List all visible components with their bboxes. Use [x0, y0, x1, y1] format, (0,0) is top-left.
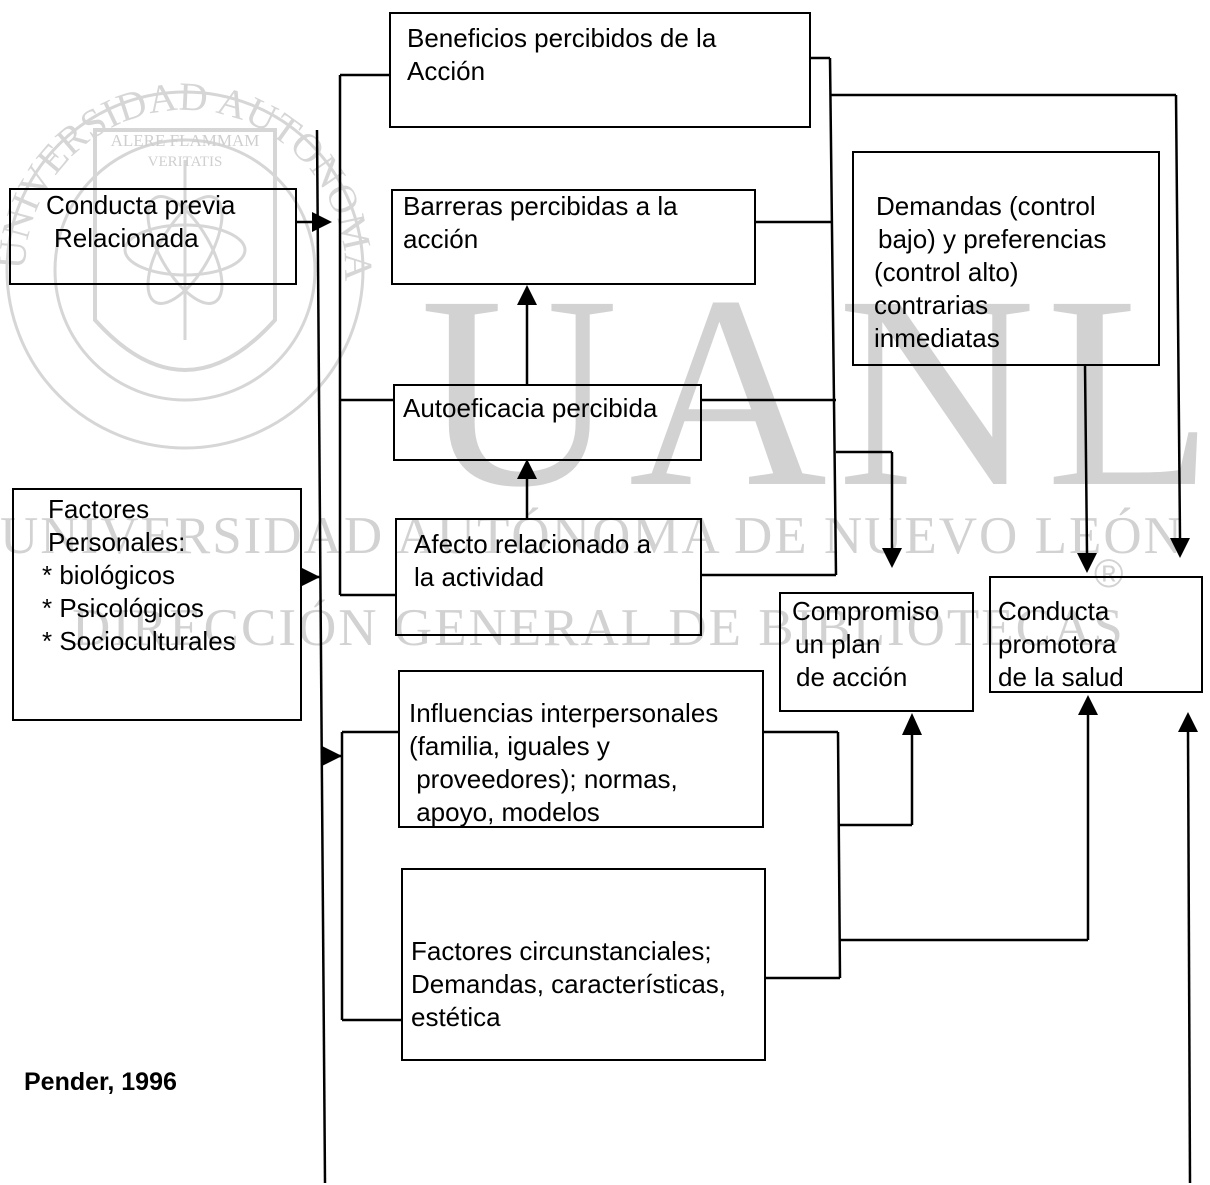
arrow-up-autoeficacia	[517, 459, 537, 479]
text-line: la actividad	[414, 562, 545, 592]
arrow-into-bracket-low	[322, 746, 342, 766]
text-line: * Psicológicos	[42, 593, 204, 623]
box-compromiso	[779, 592, 974, 712]
text-afecto: Afecto relacionado a la actividad	[414, 528, 651, 594]
text-line: (control alto)	[874, 257, 1019, 287]
connector-lines	[297, 56, 1192, 1184]
box-demandas	[852, 151, 1160, 366]
box-afecto	[395, 518, 702, 636]
arrow-up-conducta-1	[1078, 695, 1098, 715]
arrow-down-compromiso	[882, 548, 902, 568]
text-conducta-previa: Conducta previa Relacionada	[46, 189, 235, 255]
box-conducta-promotora	[989, 576, 1203, 693]
text-line: Beneficios percibidos de la	[407, 23, 717, 53]
seal-motto-1: ALERE FLAMMAM	[111, 131, 260, 150]
text-line: Demandas (control	[876, 191, 1096, 221]
text-line: Conducta	[998, 596, 1110, 626]
arrow-down-beneficios	[1170, 538, 1190, 558]
text-influencias: Influencias interpersonales (familia, ig…	[409, 697, 718, 829]
text-line: * Socioculturales	[42, 626, 236, 656]
arrow-into-line-top	[312, 212, 332, 232]
text-line: proveedores); normas,	[409, 764, 678, 794]
text-line: Conducta previa	[46, 190, 236, 220]
arrow-up-barreras	[517, 285, 537, 305]
text-demandas: Demandas (control bajo) y preferencias (…	[874, 190, 1106, 355]
text-barreras: Barreras percibidas a la acción	[403, 190, 678, 256]
text-line: Barreras percibidas a la	[403, 191, 678, 221]
text-line: Compromiso	[792, 596, 940, 626]
box-conducta-previa	[9, 188, 297, 285]
text-factores-circunstanciales: Factores circunstanciales; Demandas, car…	[411, 935, 726, 1034]
arrow-into-line-mid	[300, 567, 320, 587]
text-line: un plan	[795, 629, 881, 659]
box-factores-circunstanciales	[401, 868, 766, 1061]
text-line: estética	[411, 1002, 501, 1032]
text-line: (familia, iguales y	[409, 731, 610, 761]
arrow-up-compromiso	[902, 713, 922, 735]
text-line: Relacionada	[54, 223, 199, 253]
box-barreras	[391, 189, 756, 285]
text-line: apoyo, modelos	[409, 797, 600, 827]
text-line: bajo) y preferencias	[878, 224, 1107, 254]
box-factores-personales	[12, 488, 302, 721]
arrow-down-demandas	[1077, 553, 1097, 573]
text-line: Afecto relacionado a	[414, 529, 652, 559]
arrow-up-conducta-2	[1178, 712, 1198, 732]
text-line: de acción	[796, 662, 908, 692]
text-line: * biológicos	[42, 560, 175, 590]
text-line: promotora	[998, 629, 1117, 659]
text-conducta-promotora: Conducta promotora de la salud	[998, 595, 1124, 694]
text-line: acción	[403, 224, 479, 254]
credit-label: Pender, 1996	[24, 1068, 177, 1096]
text-line: Demandas, características,	[411, 969, 727, 999]
text-beneficios: Beneficios percibidos de la Acción	[407, 22, 716, 88]
text-factores-personales: Factores Personales: * biológicos * Psic…	[42, 493, 236, 658]
text-line: Autoeficacia percibida	[403, 393, 658, 423]
text-line: Factores circunstanciales;	[411, 936, 712, 966]
box-autoeficacia	[393, 384, 702, 461]
box-influencias	[398, 670, 764, 828]
text-compromiso: Compromiso un plan de acción	[792, 595, 939, 694]
box-beneficios	[389, 12, 811, 128]
text-line: Acción	[407, 56, 486, 86]
text-line: Personales:	[48, 527, 186, 557]
text-line: inmediatas	[874, 323, 1000, 353]
text-line: Influencias interpersonales	[409, 698, 719, 728]
text-line: Factores	[48, 494, 150, 524]
text-autoeficacia: Autoeficacia percibida	[403, 392, 657, 425]
seal-motto-2: VERITATIS	[148, 154, 223, 170]
arrowheads	[300, 212, 1198, 766]
text-line: de la salud	[998, 662, 1124, 692]
text-line: contrarias	[874, 290, 989, 320]
